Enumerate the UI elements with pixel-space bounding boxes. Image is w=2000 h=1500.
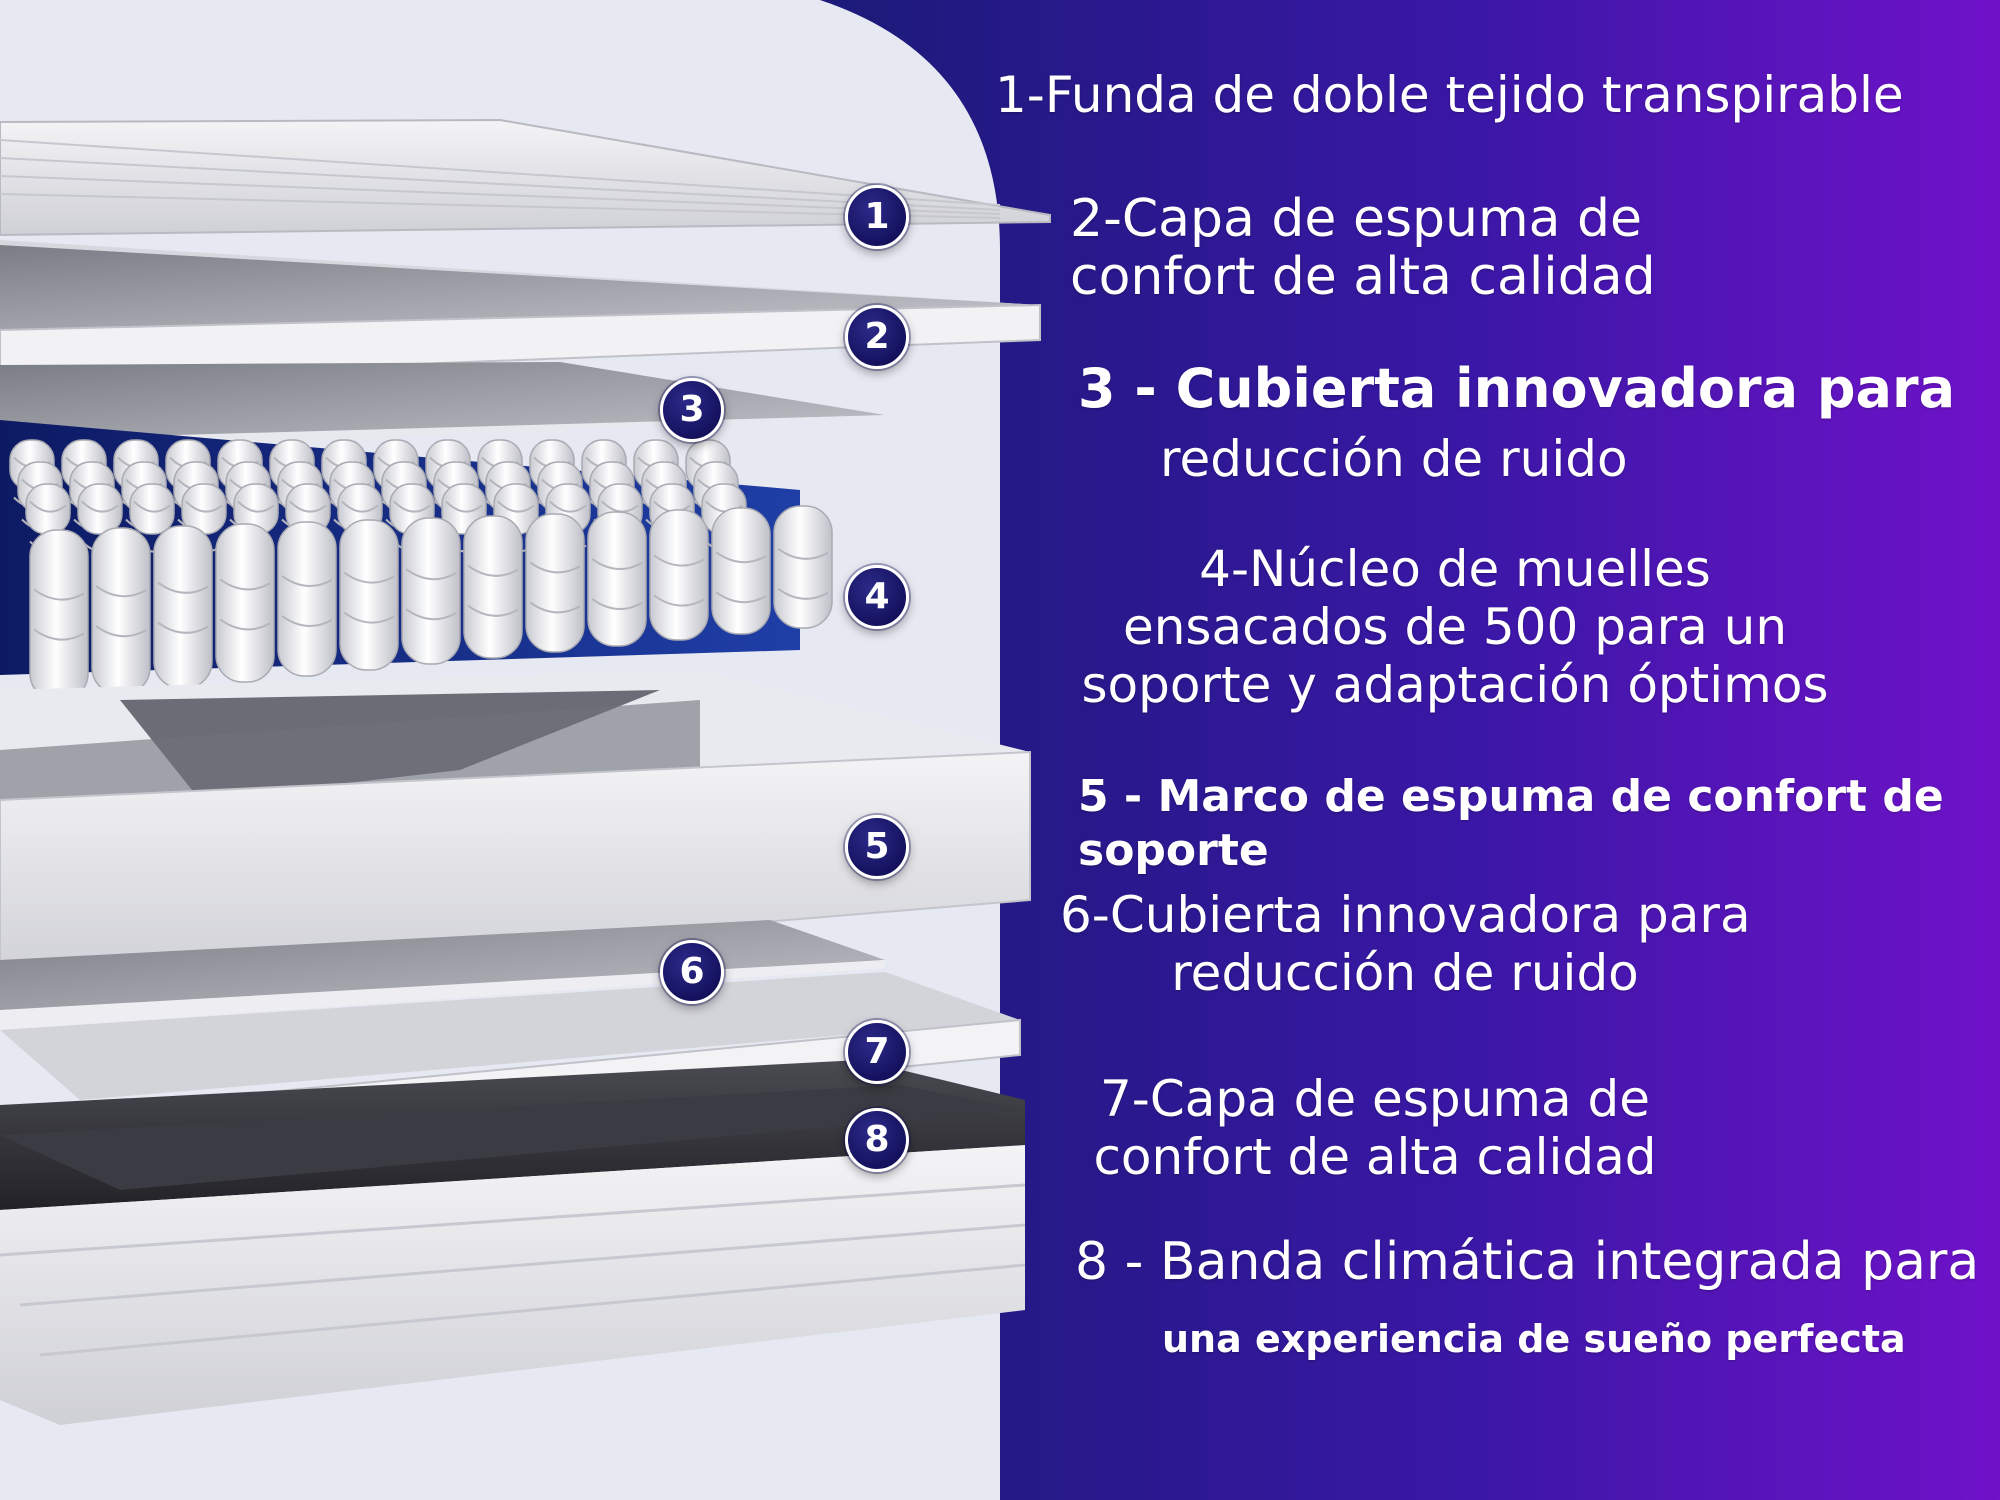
pocket-spring [91,527,151,695]
pocket-spring [129,483,175,535]
pocket-spring [463,515,523,659]
pocket-spring [587,511,647,647]
layer-3-label-sub: reducción de ruido [1160,430,1628,488]
layer-7-line-1: 7-Capa de espuma de [1099,1070,1651,1128]
badge-7: 7 [845,1020,909,1084]
layer-2-label: 2-Capa de espuma de confort de alta cali… [1070,190,1656,306]
layer-7-label: 7-Capa de espuma de confort de alta cali… [1090,1070,1660,1186]
layer-8-label: 8 - Banda climática integrada para [1075,1233,1979,1291]
pocket-spring [25,483,71,535]
layer-1-line-1: 1-Funda de doble tejido transpirable [995,66,1904,124]
layer-4-label: 4-Núcleo de muelles ensacados de 500 par… [1080,540,1830,714]
pocket-spring [153,525,213,689]
pocket-spring [525,513,585,653]
badge-6: 6 [660,940,724,1004]
badge-1: 1 [845,185,909,249]
pocket-spring [401,517,461,665]
badge-5: 5 [845,815,909,879]
layer-2-line-2: confort de alta calidad [1070,247,1656,307]
badge-8: 8 [845,1108,909,1172]
layer-5-line-1: 5 - Marco de espuma de confort de [1078,771,1944,822]
layer-7-line-2: confort de alta calidad [1093,1128,1657,1186]
layer-3-line-1: 3 - Cubierta innovadora para [1078,357,1956,420]
pocket-spring [649,509,709,641]
layer-8-base [0,1060,1026,1425]
layer-8-label-sub: una experiencia de sueño perfecta [1162,1310,1906,1368]
layer-6-line-2: reducción de ruido [1171,944,1639,1002]
layer-4-line-3: soporte y adaptación óptimos [1081,656,1829,714]
pocket-spring [77,483,123,535]
pocket-spring [277,521,337,677]
layer-1-cover [0,118,1051,237]
layer-2-line-1: 2-Capa de espuma de [1070,189,1643,249]
badge-2: 2 [845,305,909,369]
layer-8-line-1: 8 - Banda climática integrada para [1075,1232,1980,1292]
layer-3-line-2: reducción de ruido [1160,430,1628,488]
badge-3: 3 [660,378,724,442]
layer-4-line-1: 4-Núcleo de muelles [1199,540,1711,598]
pocket-spring [711,507,771,635]
layer-5-frame [0,670,1031,987]
layer-5-line-2: soporte [1078,825,1269,876]
mattress-illustration [0,118,1051,1425]
pocket-spring [215,523,275,683]
layer-2-foam [0,240,1041,382]
layer-6-line-1: 6-Cubierta innovadora para [1060,886,1751,944]
layer-5-label: 5 - Marco de espuma de confort de soport… [1078,770,1944,878]
pocket-spring [29,529,89,701]
badge-4: 4 [845,565,909,629]
layer-8-line-2: una experiencia de sueño perfecta [1162,1317,1906,1361]
layer-4-springs [0,420,833,701]
pocket-spring [773,505,833,629]
layer-4-line-2: ensacados de 500 para un [1122,598,1788,656]
layer-6-label: 6-Cubierta innovadora para reducción de … [1060,886,1751,1002]
layer-3-label: 3 - Cubierta innovadora para [1078,356,1955,422]
layer-1-label: 1-Funda de doble tejido transpirable [995,66,1904,124]
pocket-spring [339,519,399,671]
